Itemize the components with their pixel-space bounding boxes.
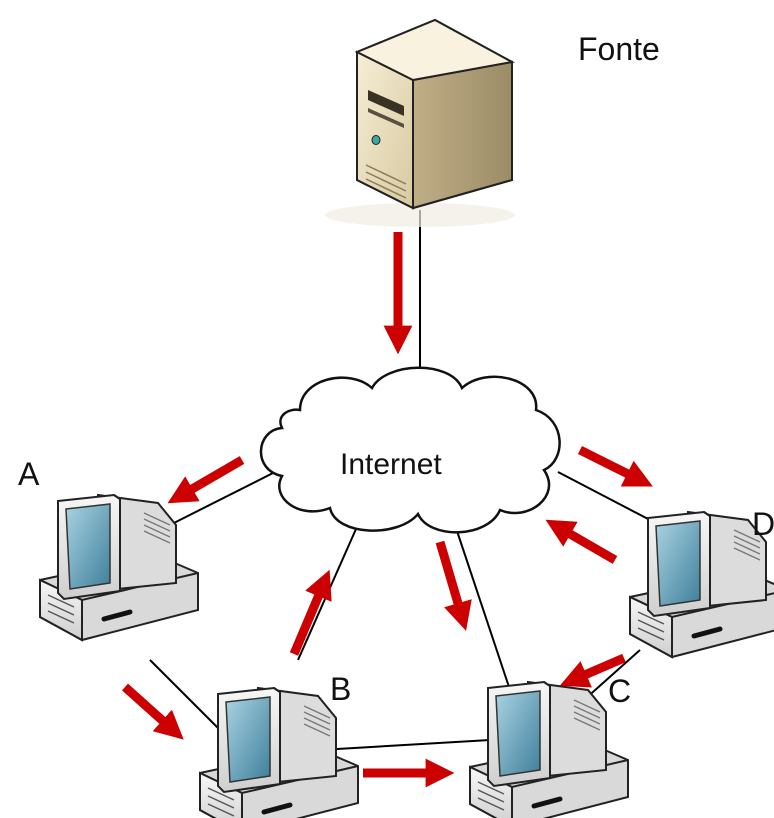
arrow-internet-to-c	[435, 540, 472, 631]
arrow-internet-to-d	[577, 445, 653, 487]
server-icon	[325, 18, 515, 227]
cloud-icon	[259, 366, 561, 534]
peer-b-label: B	[330, 671, 351, 707]
arrow-b-to-internet	[289, 569, 332, 656]
link-d-internet	[557, 471, 651, 521]
data-flow-arrows	[121, 232, 653, 788]
link-b-c	[319, 739, 491, 751]
arrow-d-to-internet	[545, 519, 618, 564]
source-label: Fonte	[578, 31, 660, 67]
link-b-internet	[297, 519, 361, 661]
peer-c-label: C	[608, 673, 631, 709]
arrow-d-to-c	[559, 653, 626, 688]
peer-a-computer-icon	[40, 495, 198, 640]
arrow-internet-to-a	[167, 456, 245, 504]
arrow-a-to-b	[121, 683, 184, 740]
peer-d-label: D	[752, 506, 774, 542]
cloud-label: Internet	[340, 448, 442, 481]
link-a-b	[149, 659, 226, 736]
peer-b-computer-icon	[200, 688, 358, 818]
link-c-internet	[454, 524, 511, 691]
peer-c-computer-icon	[470, 682, 628, 818]
peer-a-label: A	[18, 456, 40, 492]
link-a-internet	[159, 471, 276, 531]
